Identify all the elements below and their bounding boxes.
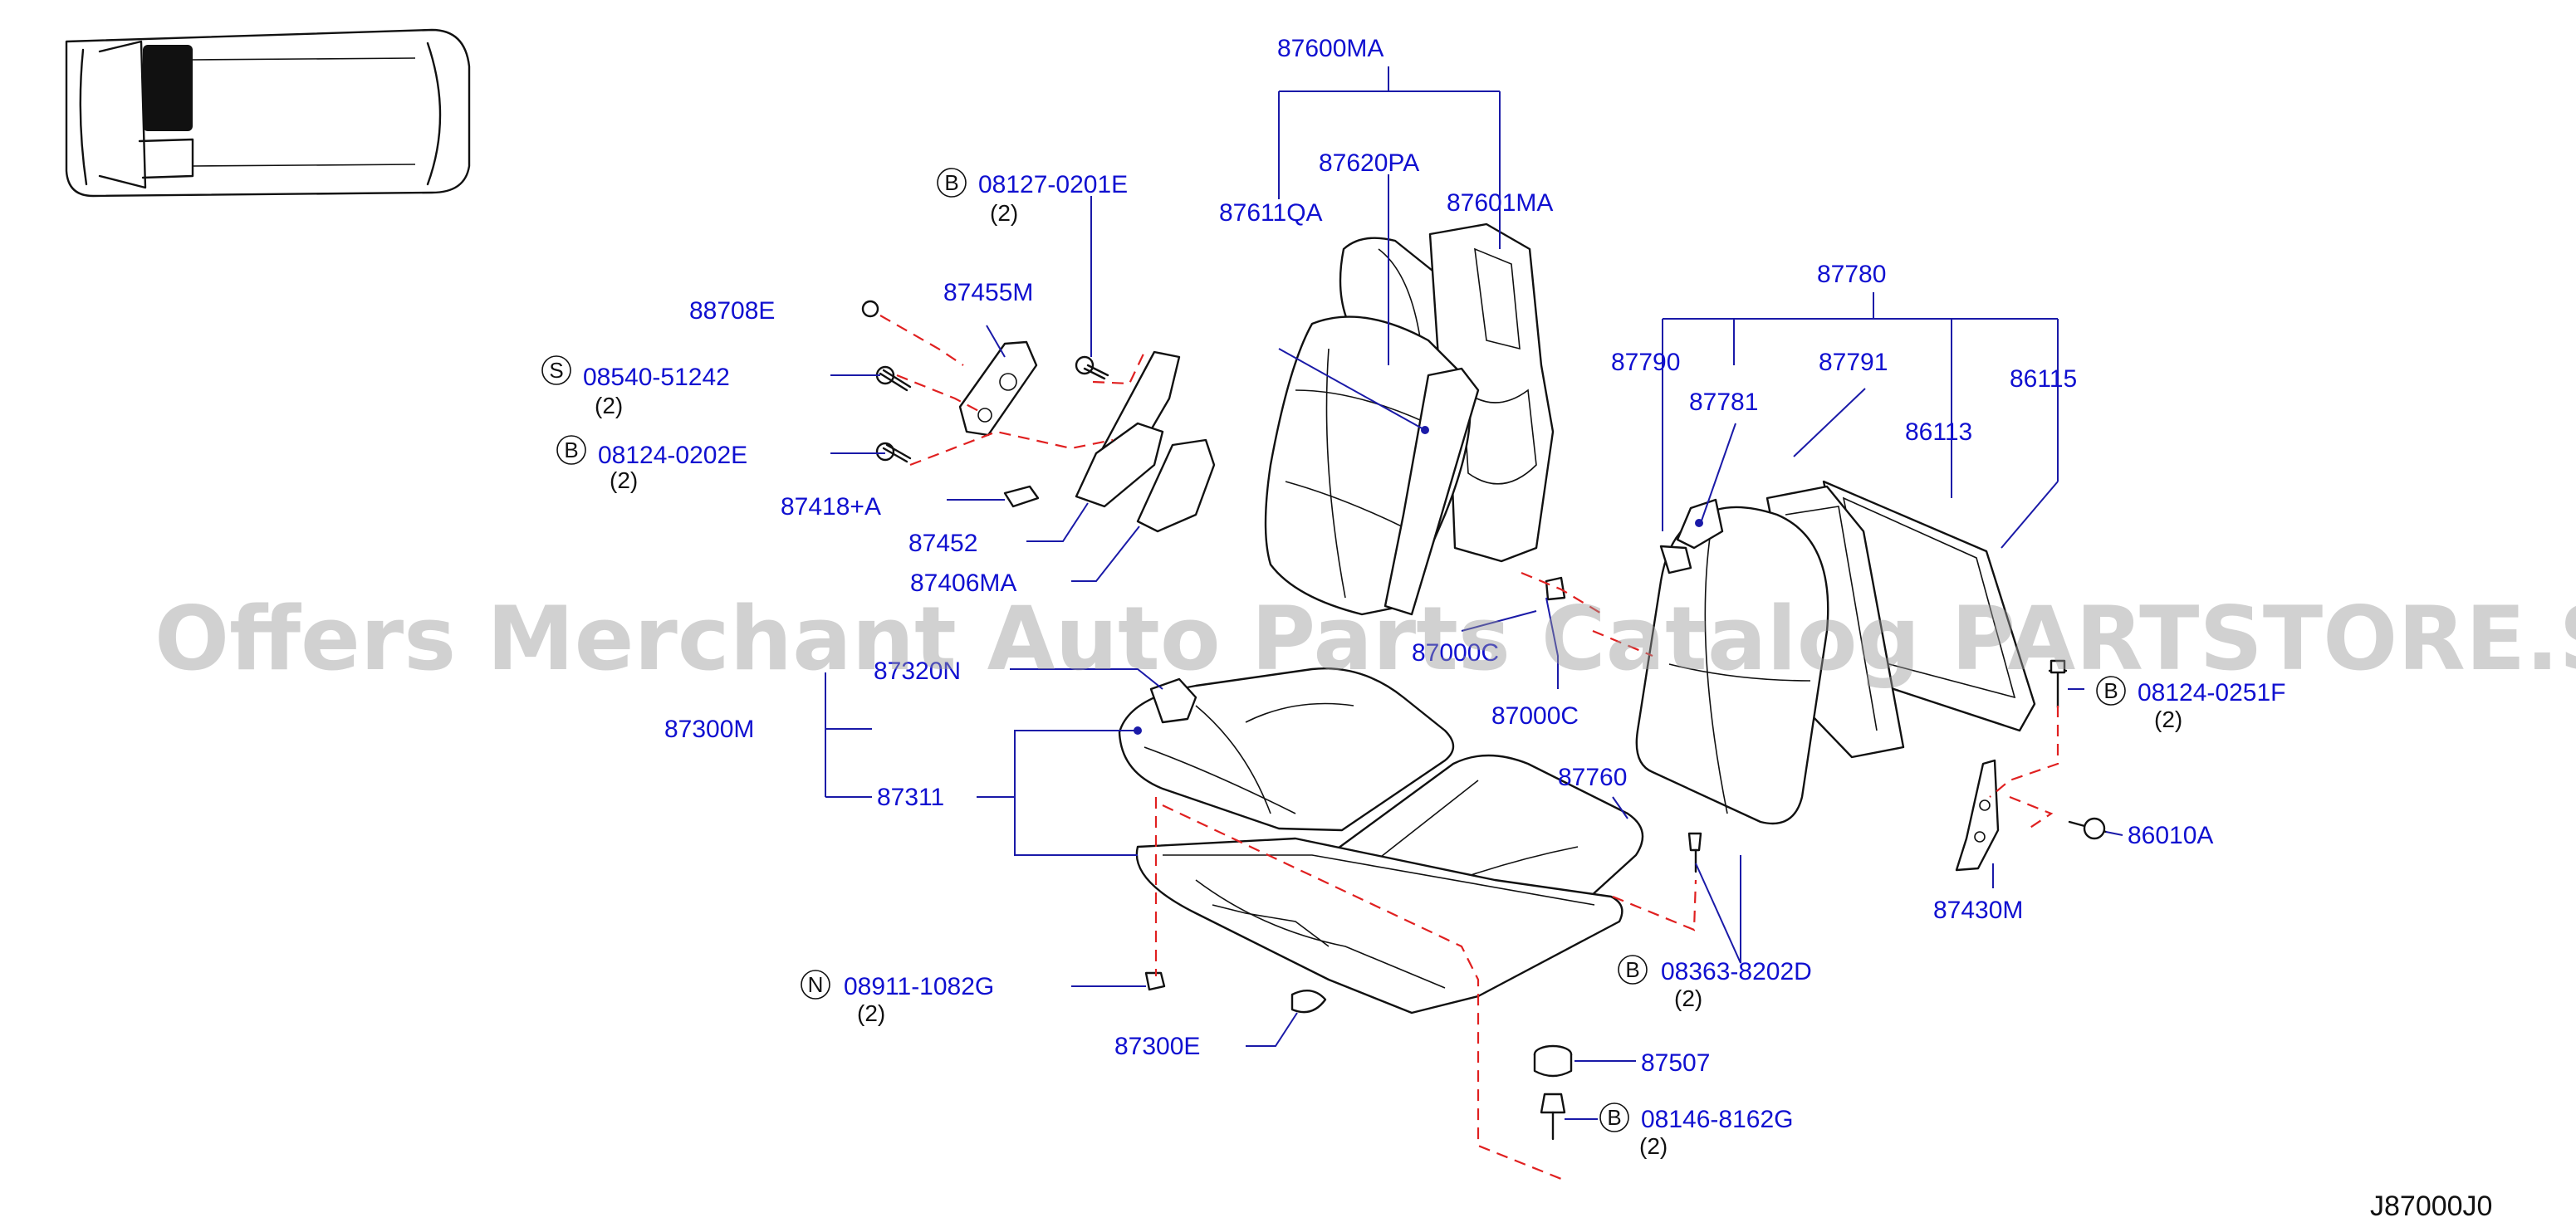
label-87620PA[interactable]: 87620PA [1319,149,1419,177]
label-87430M[interactable]: 87430M [1933,897,2023,924]
label-87601MA[interactable]: 87601MA [1447,189,1553,217]
badge-letter: B [944,170,958,195]
label-88708E[interactable]: 88708E [689,297,775,325]
fastener-code: 08146-8162G [1641,1106,1794,1133]
badge-letter: B [564,438,578,462]
label-87791[interactable]: 87791 [1819,349,1888,376]
seat-location-marker [143,45,193,131]
fastener-08363-8202D[interactable]: B 08363-8202D (2) [1618,955,1812,1011]
fastener-08124-0202E[interactable]: B 08124-0202E (2) [556,435,747,493]
assembly-guide-lines [879,315,2059,1181]
rear-seat-back-drawing [1545,480,2108,872]
badge-icon [541,355,571,385]
badge-icon [2096,676,2126,706]
badge-icon [801,970,830,1000]
fastener-callouts: B 08127-0201E (2) S 08540-51242 (2) B 08… [541,168,2285,1159]
label-87300E[interactable]: 87300E [1114,1033,1200,1060]
label-87452[interactable]: 87452 [908,530,977,557]
fastener-code: 08127-0201E [978,171,1128,198]
badge-letter: N [808,972,824,997]
seat-cushion-drawing [1118,667,1702,1141]
fastener-qty: (2) [610,467,638,493]
label-87600MA[interactable]: 87600MA [1277,35,1383,62]
fastener-qty: (2) [1674,985,1702,1011]
badge-icon [1618,955,1648,985]
label-87320N[interactable]: 87320N [874,658,961,685]
label-87406MA[interactable]: 87406MA [910,570,1016,597]
label-86115[interactable]: 86115 [2010,365,2077,393]
fastener-qty: (2) [1639,1133,1668,1159]
label-87780[interactable]: 87780 [1817,261,1886,288]
fastener-code: 08911-1082G [844,973,994,1000]
badge-letter: B [1607,1105,1621,1130]
label-87790[interactable]: 87790 [1611,349,1680,376]
fastener-qty: (2) [857,1000,885,1026]
fastener-code: 08124-0251F [2138,679,2285,706]
label-87455M[interactable]: 87455M [943,279,1033,306]
fastener-qty: (2) [595,393,623,418]
vehicle-locator-icon [65,28,471,198]
badge-icon [937,168,967,198]
label-87760[interactable]: 87760 [1558,764,1627,791]
label-87311[interactable]: 87311 [877,784,944,811]
label-86113[interactable]: 86113 [1905,418,1972,446]
fastener-08540-51242[interactable]: S 08540-51242 (2) [541,355,730,418]
part-labels: 87600MA 87620PA 87611QA 87601MA 87780 87… [664,35,2213,1077]
leader-lines [825,66,2123,1120]
badge-letter: B [1625,957,1639,982]
label-87418A[interactable]: 87418+A [781,493,881,521]
fastener-08911-1082G[interactable]: N 08911-1082G (2) [801,970,994,1026]
label-87300M[interactable]: 87300M [664,716,754,743]
label-87781[interactable]: 87781 [1689,389,1758,416]
watermark-text: Offers Merchant Auto Parts Catalog PARTS… [154,588,2576,690]
fastener-08124-0251F[interactable]: B 08124-0251F (2) [2096,676,2285,732]
fastener-qty: (2) [990,200,1018,226]
label-87000C-a[interactable]: 87000C [1412,639,1499,667]
badge-icon [1599,1102,1629,1132]
badge-icon [556,435,586,465]
label-87507[interactable]: 87507 [1641,1049,1710,1077]
label-87611QA[interactable]: 87611QA [1219,199,1323,227]
fastener-code: 08124-0202E [598,442,747,469]
label-86010A[interactable]: 86010A [2128,822,2213,849]
fastener-qty: (2) [2154,706,2182,732]
seat-back-assembly-drawing [1264,222,1555,616]
diagram-code: J87000J0 [2370,1190,2492,1222]
fastener-08146-8162G[interactable]: B 08146-8162G (2) [1599,1102,1794,1159]
badge-letter: B [2103,678,2118,703]
fastener-code: 08540-51242 [583,364,730,391]
fastener-08127-0201E[interactable]: B 08127-0201E (2) [937,168,1128,226]
recliner-parts-drawing [861,300,1216,533]
fastener-code: 08363-8202D [1661,958,1812,985]
badge-letter: S [549,358,563,383]
label-87000C-b[interactable]: 87000C [1491,702,1579,730]
